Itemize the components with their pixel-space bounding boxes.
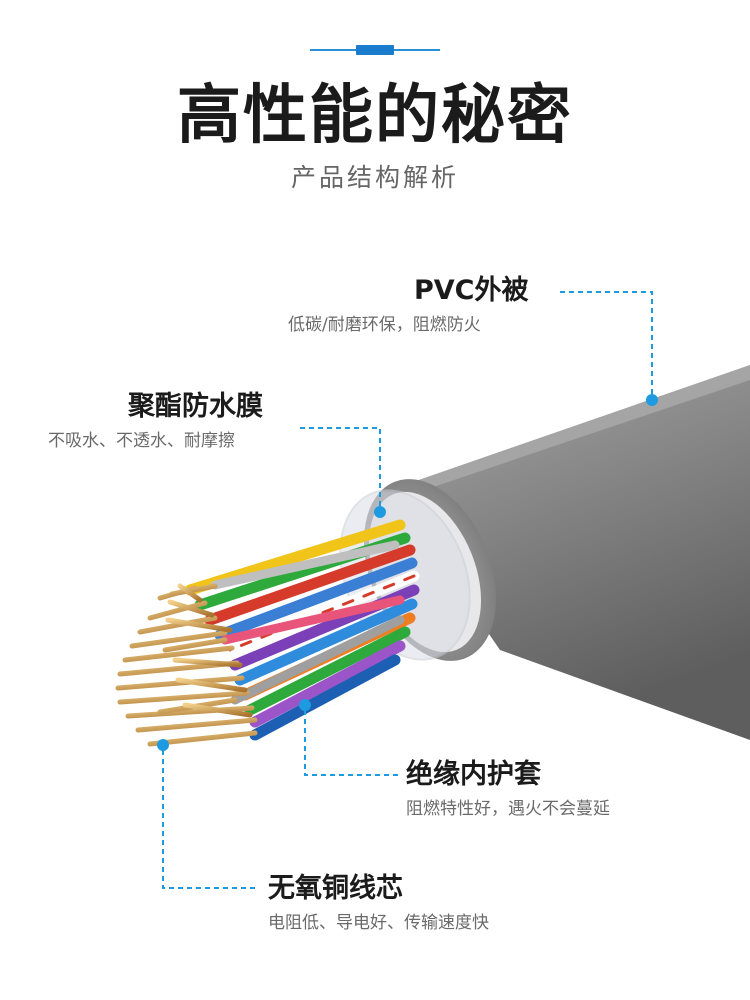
header-accent-mark bbox=[356, 45, 394, 55]
pvc-leader-line bbox=[560, 291, 653, 400]
copper-leader-line bbox=[162, 745, 255, 889]
pvc-anchor-dot bbox=[646, 394, 658, 406]
callout-leader-lines bbox=[162, 291, 653, 889]
copper-core-description: 电阻低、导电好、传输速度快 bbox=[268, 913, 489, 933]
insulation-title: 绝缘内护套 bbox=[406, 759, 541, 790]
copper-conductor-ends bbox=[115, 583, 258, 747]
membrane-description: 不吸水、不透水、耐摩擦 bbox=[48, 431, 235, 451]
insulation-anchor-dot bbox=[299, 699, 311, 711]
pvc-sheath-description: 低碳/耐磨环保，阻燃防火 bbox=[288, 315, 481, 335]
membrane-anchor-dot bbox=[374, 506, 386, 518]
callout-anchor-dots bbox=[157, 394, 658, 751]
insulation-description: 阻燃特性好，遇火不会蔓延 bbox=[406, 799, 610, 819]
pvc-sheath-title: PVC外被 bbox=[414, 275, 529, 306]
insulated-wire-bundle bbox=[184, 519, 420, 741]
copper-anchor-dot bbox=[157, 739, 169, 751]
membrane-title: 聚酯防水膜 bbox=[128, 391, 263, 422]
insulation-leader-line bbox=[304, 705, 398, 776]
membrane-leader-line bbox=[300, 427, 381, 512]
page-subtitle: 产品结构解析 bbox=[290, 163, 459, 192]
copper-core-title: 无氧铜线芯 bbox=[268, 873, 403, 904]
page-title: 高性能的秘密 bbox=[177, 79, 573, 153]
